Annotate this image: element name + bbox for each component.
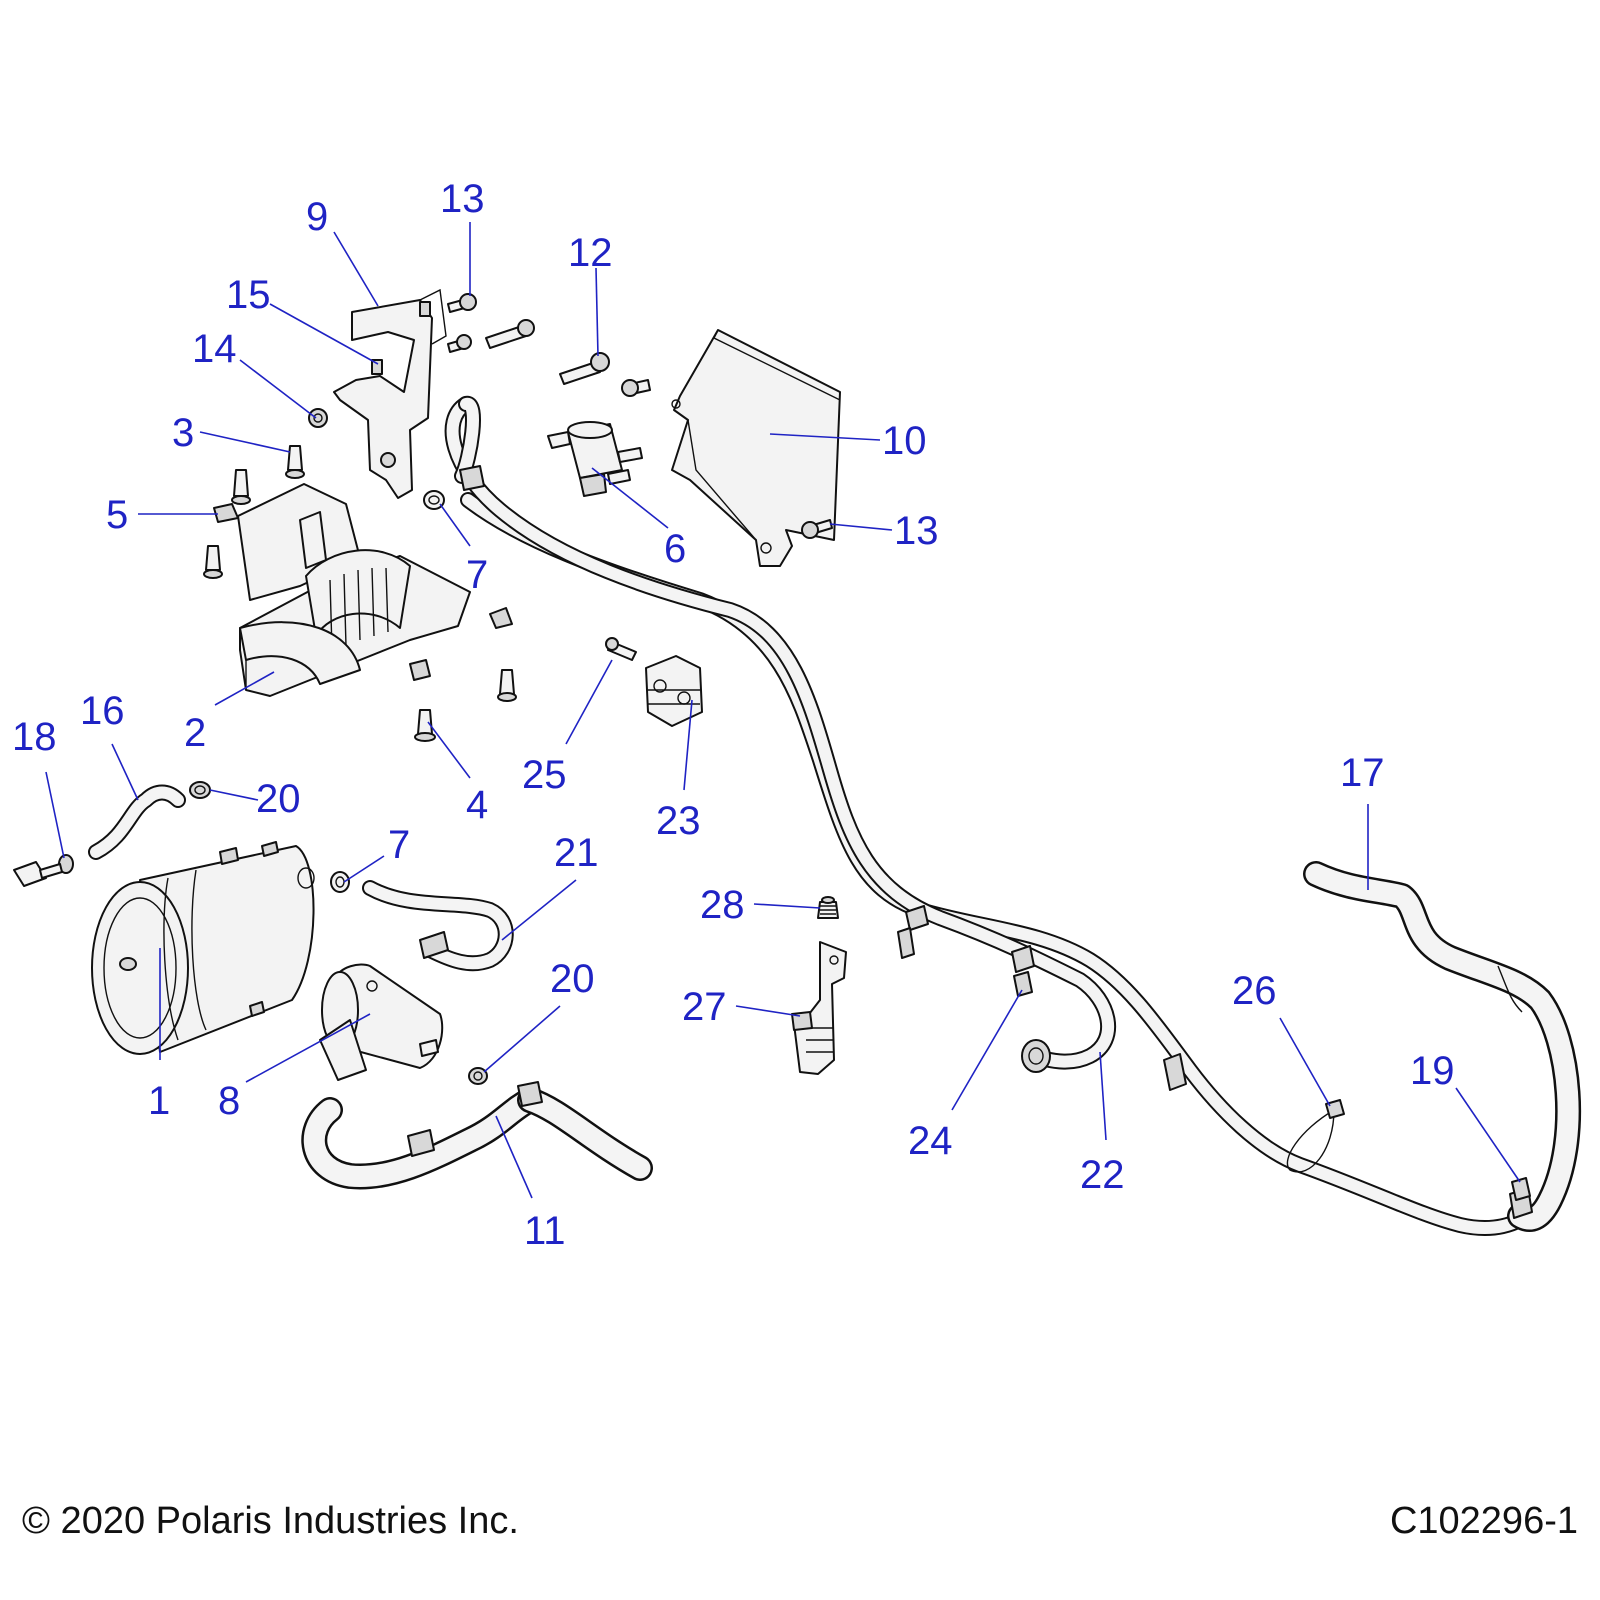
part-fasteners-4 <box>409 607 517 742</box>
part-clamp-18 <box>13 854 74 887</box>
part-clip-23 <box>645 655 703 727</box>
part-hose-17 <box>1303 861 1582 1232</box>
leader-27 <box>735 1005 801 1017</box>
leader-26 <box>1279 1017 1331 1107</box>
part-clamp-7-upper <box>423 490 445 510</box>
leader-3 <box>199 431 291 453</box>
callout-15: 15 <box>226 273 271 317</box>
callout-2: 2 <box>184 711 206 755</box>
part-hose-21 <box>362 880 514 972</box>
callouts: 1 2 3 4 5 6 7 7 8 9 10 11 12 13 13 14 15… <box>12 177 1455 1253</box>
leader-4 <box>427 721 471 779</box>
part-clamp-7-lower <box>330 871 350 893</box>
leader-18 <box>45 771 65 859</box>
leader-7b <box>343 855 385 883</box>
leader-21 <box>501 879 577 941</box>
part-bolt-25 <box>605 637 637 661</box>
callout-11: 11 <box>524 1209 566 1253</box>
callout-5: 5 <box>106 493 128 537</box>
callout-23: 23 <box>656 799 701 843</box>
leader-11 <box>495 1115 533 1199</box>
leader-16 <box>111 743 139 801</box>
leader-19 <box>1455 1087 1521 1183</box>
part-nut-14 <box>308 408 328 428</box>
callout-10: 10 <box>882 419 927 463</box>
part-clamp-20-upper <box>189 781 211 799</box>
part-mount-2 <box>237 483 471 697</box>
callout-17: 17 <box>1340 751 1385 795</box>
parts-artwork <box>13 288 1582 1236</box>
leader-9 <box>333 231 379 307</box>
callout-25: 25 <box>522 753 567 797</box>
leader-28 <box>753 903 821 909</box>
callout-8: 8 <box>218 1079 240 1123</box>
callout-9: 9 <box>306 195 328 239</box>
callout-7a: 7 <box>466 553 488 597</box>
part-screws-3-5 <box>203 445 305 579</box>
leader-20b <box>483 1005 561 1073</box>
leader-23 <box>683 699 693 791</box>
callout-21: 21 <box>554 831 599 875</box>
leader-7a <box>439 503 471 547</box>
leader-2 <box>214 671 275 706</box>
callout-3: 3 <box>172 411 194 455</box>
leader-25 <box>565 659 613 745</box>
callout-14: 14 <box>192 327 237 371</box>
part-bracket-9 <box>333 288 447 499</box>
part-valve-6 <box>547 421 643 497</box>
part-hose-11 <box>301 1081 653 1190</box>
callout-1: 1 <box>148 1079 170 1123</box>
part-bolt-12 <box>559 352 651 397</box>
part-canister-1 <box>91 841 315 1055</box>
leader-10 <box>769 433 881 441</box>
part-clamp-20-lower <box>468 1067 488 1085</box>
drawing-id: C102296-1 <box>1389 1500 1578 1542</box>
leader-22 <box>1099 1051 1107 1141</box>
leader-24 <box>951 989 1023 1111</box>
copyright-text: © 2020 Polaris Industries Inc. <box>22 1500 519 1542</box>
callout-26: 26 <box>1232 969 1277 1013</box>
part-bolts-bracket <box>447 319 535 353</box>
leader-20a <box>209 789 259 801</box>
callout-13a: 13 <box>440 177 485 221</box>
part-bolt-13-upper <box>447 293 477 313</box>
leader-lines <box>45 222 1521 1199</box>
callout-7b: 7 <box>388 823 410 867</box>
callout-22: 22 <box>1080 1153 1125 1197</box>
part-bracket-27 <box>791 941 847 1075</box>
callout-6: 6 <box>664 527 686 571</box>
callout-28: 28 <box>700 883 745 927</box>
part-bolt-13-lower <box>801 519 833 539</box>
part-hose-bundle-22 <box>444 396 1528 1236</box>
callout-12: 12 <box>568 231 613 275</box>
leader-12 <box>595 267 599 357</box>
callout-27: 27 <box>682 985 727 1029</box>
part-hose-16 <box>88 784 186 860</box>
callout-18: 18 <box>12 715 57 759</box>
part-shield-10 <box>671 329 841 567</box>
part-screw-28 <box>817 896 839 919</box>
callout-20a: 20 <box>256 777 301 821</box>
leader-15 <box>269 303 379 365</box>
callout-24: 24 <box>908 1119 953 1163</box>
callout-4: 4 <box>466 783 488 827</box>
leader-6 <box>591 467 669 529</box>
leader-14 <box>239 359 317 419</box>
part-tie-26 <box>1286 1099 1345 1173</box>
part-valve-8 <box>319 963 444 1081</box>
callout-13b: 13 <box>894 509 939 553</box>
part-tie-19 <box>1511 1177 1531 1201</box>
callout-19: 19 <box>1410 1049 1455 1093</box>
callout-20b: 20 <box>550 957 595 1001</box>
leader-13b <box>829 523 893 531</box>
leader-8 <box>245 1013 371 1083</box>
callout-16: 16 <box>80 689 125 733</box>
